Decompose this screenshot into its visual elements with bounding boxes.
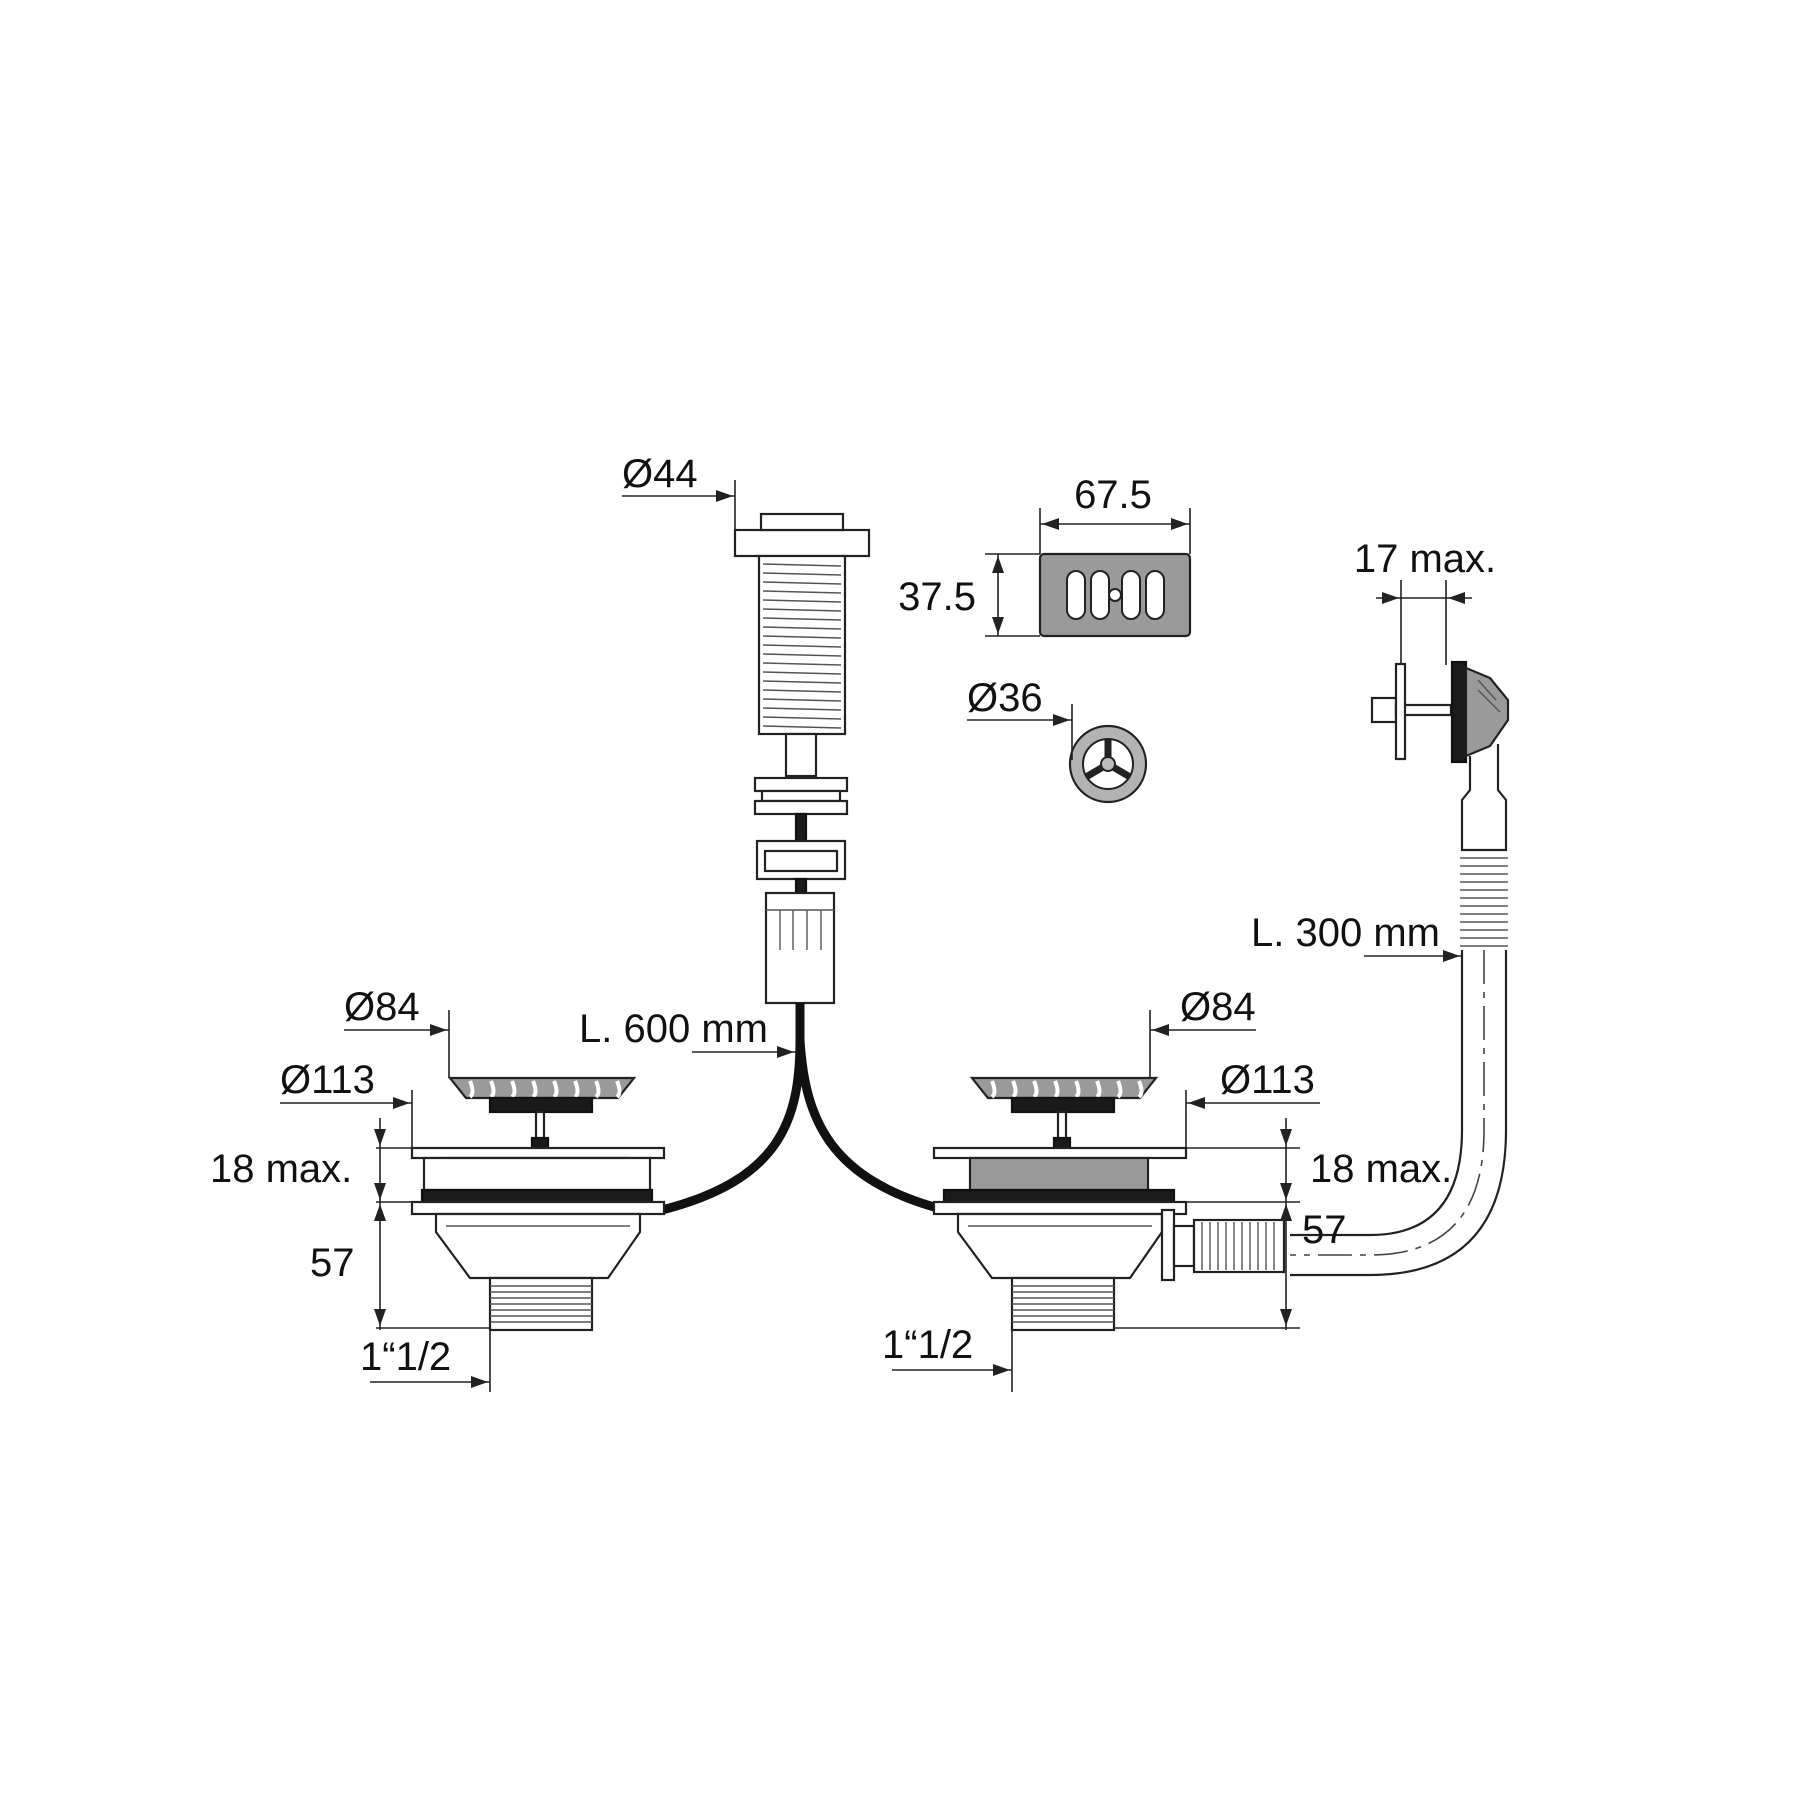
label-d44: Ø44	[622, 452, 698, 496]
overflow-pipe	[1290, 950, 1508, 1277]
drawing-line	[762, 617, 842, 621]
label-18max-left: 18 max.	[210, 1147, 352, 1191]
dim-17max: 17 max.	[1354, 537, 1496, 665]
dim-left: Ø84 Ø113 18 max. 57 1“1/2	[210, 985, 491, 1392]
left-drain-body	[410, 1146, 666, 1332]
label-67-5: 67.5	[1074, 473, 1152, 517]
basket-tooth	[552, 1080, 559, 1099]
drawing-line	[762, 590, 842, 594]
drawing-line	[762, 572, 842, 576]
basket-tooth	[1074, 1080, 1081, 1099]
overflow-plate	[1038, 552, 1192, 638]
label-thread-left: 1“1/2	[360, 1335, 451, 1379]
dim-d44: Ø44	[622, 452, 736, 530]
drawing-line	[762, 626, 842, 630]
label-l300: L. 300 mm	[1251, 911, 1440, 955]
drawing-line	[762, 680, 842, 684]
basket-tooth	[489, 1080, 496, 1099]
label-d113-left: Ø113	[280, 1058, 375, 1102]
label-d36: Ø36	[967, 676, 1043, 720]
basket-tooth	[531, 1080, 538, 1099]
drawing-line	[762, 716, 842, 720]
left-strainer-basket	[447, 1076, 637, 1150]
label-18max-right: 18 max.	[1310, 1147, 1452, 1191]
control-cable	[660, 1003, 947, 1215]
label-thread-right: 1“1/2	[882, 1323, 973, 1367]
label-57-right: 57	[1302, 1208, 1347, 1252]
basket-tooth	[1095, 1080, 1102, 1099]
drawing-line	[762, 599, 842, 603]
basket-tooth	[594, 1080, 601, 1099]
drawing-line	[762, 644, 842, 648]
drawing-line	[762, 662, 842, 666]
basket-tooth	[1116, 1080, 1123, 1099]
basket-tooth	[615, 1080, 622, 1099]
label-57-left: 57	[310, 1241, 355, 1285]
dim-67-5: 67.5	[1039, 473, 1191, 554]
drawing-line	[762, 581, 842, 585]
basket-tooth	[990, 1080, 997, 1099]
basket-tooth	[1032, 1080, 1039, 1099]
right-drain-body	[932, 1146, 1286, 1332]
basket-tooth	[1053, 1080, 1060, 1099]
drawing-line	[762, 653, 842, 657]
small-strainer	[1068, 724, 1148, 804]
drawing-line	[762, 563, 842, 567]
label-l600: L. 600 mm	[579, 1007, 768, 1051]
drawing-line	[762, 671, 842, 675]
basket-tooth	[510, 1080, 517, 1099]
basket-tooth	[1137, 1080, 1144, 1099]
label-d84-left: Ø84	[344, 985, 420, 1029]
dim-37-5: 37.5	[898, 553, 1040, 637]
drawing-line	[762, 698, 842, 702]
dim-right: Ø84 Ø113 18 max. 57 1“1/2	[882, 985, 1452, 1392]
label-17max: 17 max.	[1354, 537, 1496, 581]
dim-d36: Ø36	[967, 676, 1073, 760]
overflow-fitting	[1370, 660, 1510, 947]
actuator-knob	[733, 512, 871, 1005]
basket-tooth	[468, 1080, 475, 1099]
dim-l600: L. 600 mm	[579, 1007, 796, 1058]
drawing-line	[762, 689, 842, 693]
basket-tooth	[1011, 1080, 1018, 1099]
drawing-line	[762, 635, 842, 639]
basket-tooth	[573, 1080, 580, 1099]
drawing-line	[762, 707, 842, 711]
right-strainer-basket	[969, 1076, 1159, 1150]
label-d113-right: Ø113	[1220, 1058, 1315, 1102]
dim-l300: L. 300 mm	[1251, 911, 1462, 962]
label-d84-right: Ø84	[1180, 985, 1256, 1029]
label-37-5: 37.5	[898, 575, 976, 619]
drawing-line	[762, 725, 842, 729]
drawing-line	[762, 608, 842, 612]
